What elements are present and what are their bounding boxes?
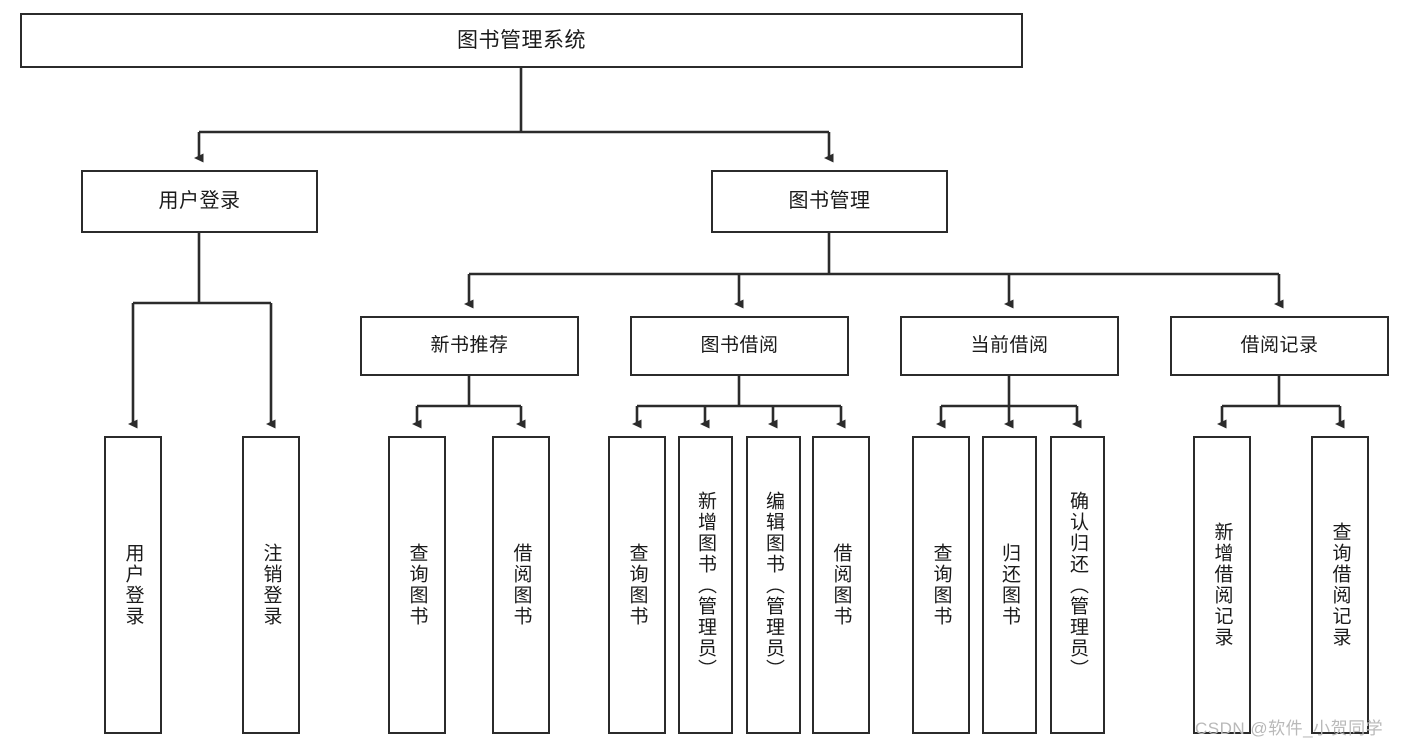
leaf-user-login[interactable]: 用户登录 [104, 436, 162, 734]
leaf-borrow-book-recommend[interactable]: 借阅图书 [492, 436, 550, 734]
leaf-edit-book-admin-label: 编辑图书（管理员） [763, 490, 784, 680]
node-new-book-recommend[interactable]: 新书推荐 [360, 316, 579, 376]
leaf-add-book-admin[interactable]: 新增图书（管理员） [678, 436, 733, 734]
node-new-book-recommend-label: 新书推荐 [430, 335, 509, 357]
leaf-logout[interactable]: 注销登录 [242, 436, 300, 734]
node-borrow-record-label: 借阅记录 [1240, 335, 1319, 357]
node-current-borrow[interactable]: 当前借阅 [900, 316, 1119, 376]
node-book-management-label: 图书管理 [788, 190, 871, 213]
leaf-query-book-current-label: 查询图书 [930, 543, 952, 627]
leaf-borrow-book-label: 借阅图书 [830, 543, 852, 627]
leaf-user-login-label: 用户登录 [122, 543, 144, 627]
leaf-confirm-return-admin-label: 确认归还（管理员） [1067, 490, 1088, 680]
node-book-borrow[interactable]: 图书借阅 [630, 316, 849, 376]
node-root-label: 图书管理系统 [457, 28, 586, 52]
leaf-edit-book-admin[interactable]: 编辑图书（管理员） [746, 436, 801, 734]
node-current-borrow-label: 当前借阅 [970, 335, 1049, 357]
leaf-add-borrow-record[interactable]: 新增借阅记录 [1193, 436, 1251, 734]
node-borrow-record[interactable]: 借阅记录 [1170, 316, 1389, 376]
node-book-borrow-label: 图书借阅 [700, 335, 779, 357]
csdn-watermark: CSDN @软件_小贺同学 [1195, 719, 1384, 738]
leaf-logout-label: 注销登录 [260, 543, 282, 627]
node-book-management[interactable]: 图书管理 [711, 170, 948, 233]
leaf-confirm-return-admin[interactable]: 确认归还（管理员） [1050, 436, 1105, 734]
leaf-borrow-book[interactable]: 借阅图书 [812, 436, 870, 734]
leaf-query-book-borrow[interactable]: 查询图书 [608, 436, 666, 734]
node-user-login-label: 用户登录 [158, 190, 241, 213]
leaf-return-book[interactable]: 归还图书 [982, 436, 1037, 734]
leaf-add-borrow-record-label: 新增借阅记录 [1211, 522, 1233, 648]
leaf-borrow-book-recommend-label: 借阅图书 [510, 543, 532, 627]
leaf-query-book-recommend-label: 查询图书 [406, 543, 428, 627]
node-root[interactable]: 图书管理系统 [20, 13, 1023, 68]
leaf-add-book-admin-label: 新增图书（管理员） [695, 490, 716, 680]
node-user-login[interactable]: 用户登录 [81, 170, 318, 233]
leaf-return-book-label: 归还图书 [999, 543, 1020, 627]
leaf-query-book-recommend[interactable]: 查询图书 [388, 436, 446, 734]
leaf-query-book-borrow-label: 查询图书 [626, 543, 648, 627]
leaf-query-borrow-record-label: 查询借阅记录 [1329, 522, 1351, 648]
leaf-query-book-current[interactable]: 查询图书 [912, 436, 970, 734]
leaf-query-borrow-record[interactable]: 查询借阅记录 [1311, 436, 1369, 734]
